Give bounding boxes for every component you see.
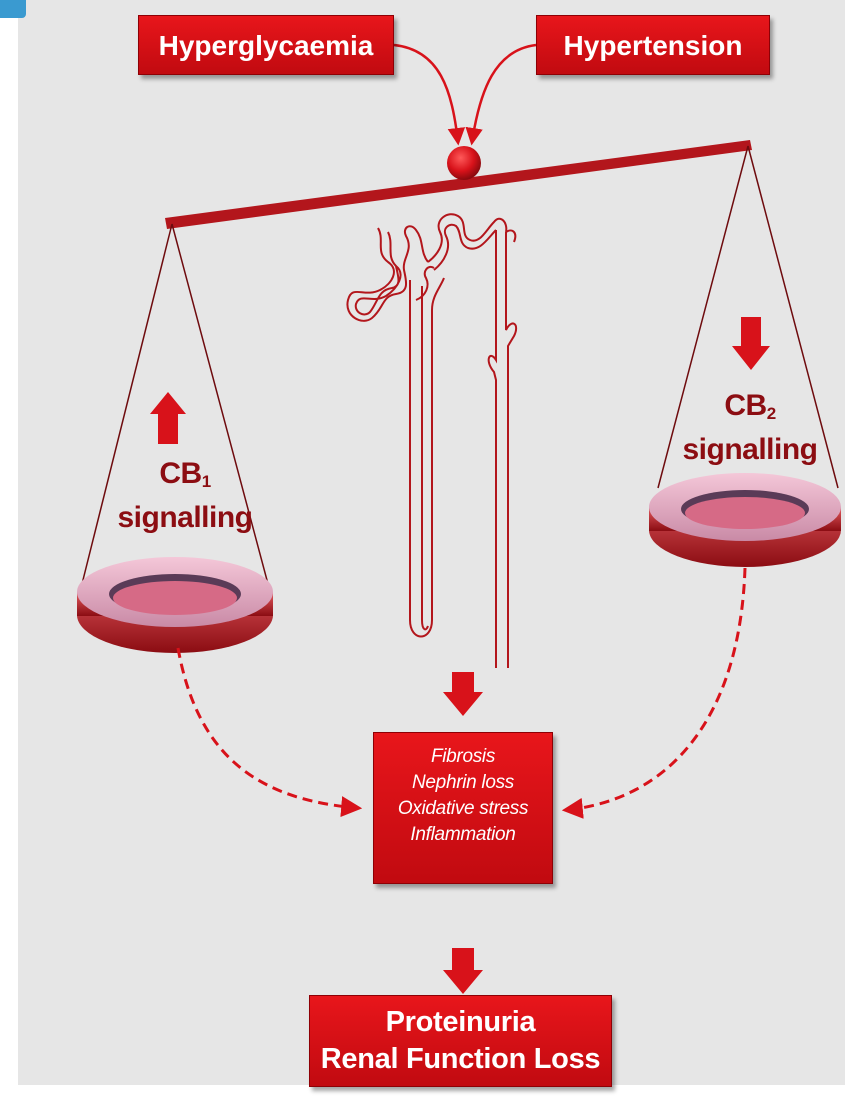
hypertension-label: Hypertension xyxy=(564,30,743,61)
cb2-receptor: CB xyxy=(724,389,766,422)
outcome-line: Renal Function Loss xyxy=(310,1041,611,1078)
effect-item: Inflammation xyxy=(374,822,552,848)
hyperglycaemia-box: Hyperglycaemia xyxy=(138,15,394,75)
hyperglycaemia-label: Hyperglycaemia xyxy=(159,30,374,61)
cb1-subscript: 1 xyxy=(202,472,211,491)
nephron-down-arrow-icon xyxy=(443,672,483,716)
fulcrum-ball xyxy=(447,146,481,180)
outcome-line: Proteinuria xyxy=(310,1004,611,1041)
cb1-dashed-arrow xyxy=(178,648,358,808)
effect-item: Nephrin loss xyxy=(374,770,552,796)
renal-effects-box: Fibrosis Nephrin loss Oxidative stress I… xyxy=(373,732,553,884)
cb2-down-arrow-icon xyxy=(732,317,770,370)
effects-down-arrow-icon xyxy=(443,948,483,994)
effect-item: Fibrosis xyxy=(374,744,552,770)
cb1-receptor: CB xyxy=(159,457,201,490)
nephron-icon xyxy=(347,214,516,668)
cb1-signalling-label: CB1 signalling xyxy=(105,456,265,536)
cb2-signalling-label: CB2 signalling xyxy=(670,388,830,468)
hyperglycaemia-arrow xyxy=(394,45,458,142)
cb1-up-arrow-icon xyxy=(150,392,186,444)
cb2-dashed-arrow xyxy=(566,568,745,810)
effect-item: Oxidative stress xyxy=(374,796,552,822)
outcome-box: Proteinuria Renal Function Loss xyxy=(309,995,612,1087)
hypertension-box: Hypertension xyxy=(536,15,770,75)
right-pan-disc xyxy=(649,473,841,567)
left-pan-disc xyxy=(77,557,273,653)
hypertension-arrow xyxy=(472,45,536,142)
cb2-signalling-text: signalling xyxy=(682,433,817,466)
cb1-signalling-text: signalling xyxy=(117,501,252,534)
cb2-subscript: 2 xyxy=(767,404,776,423)
